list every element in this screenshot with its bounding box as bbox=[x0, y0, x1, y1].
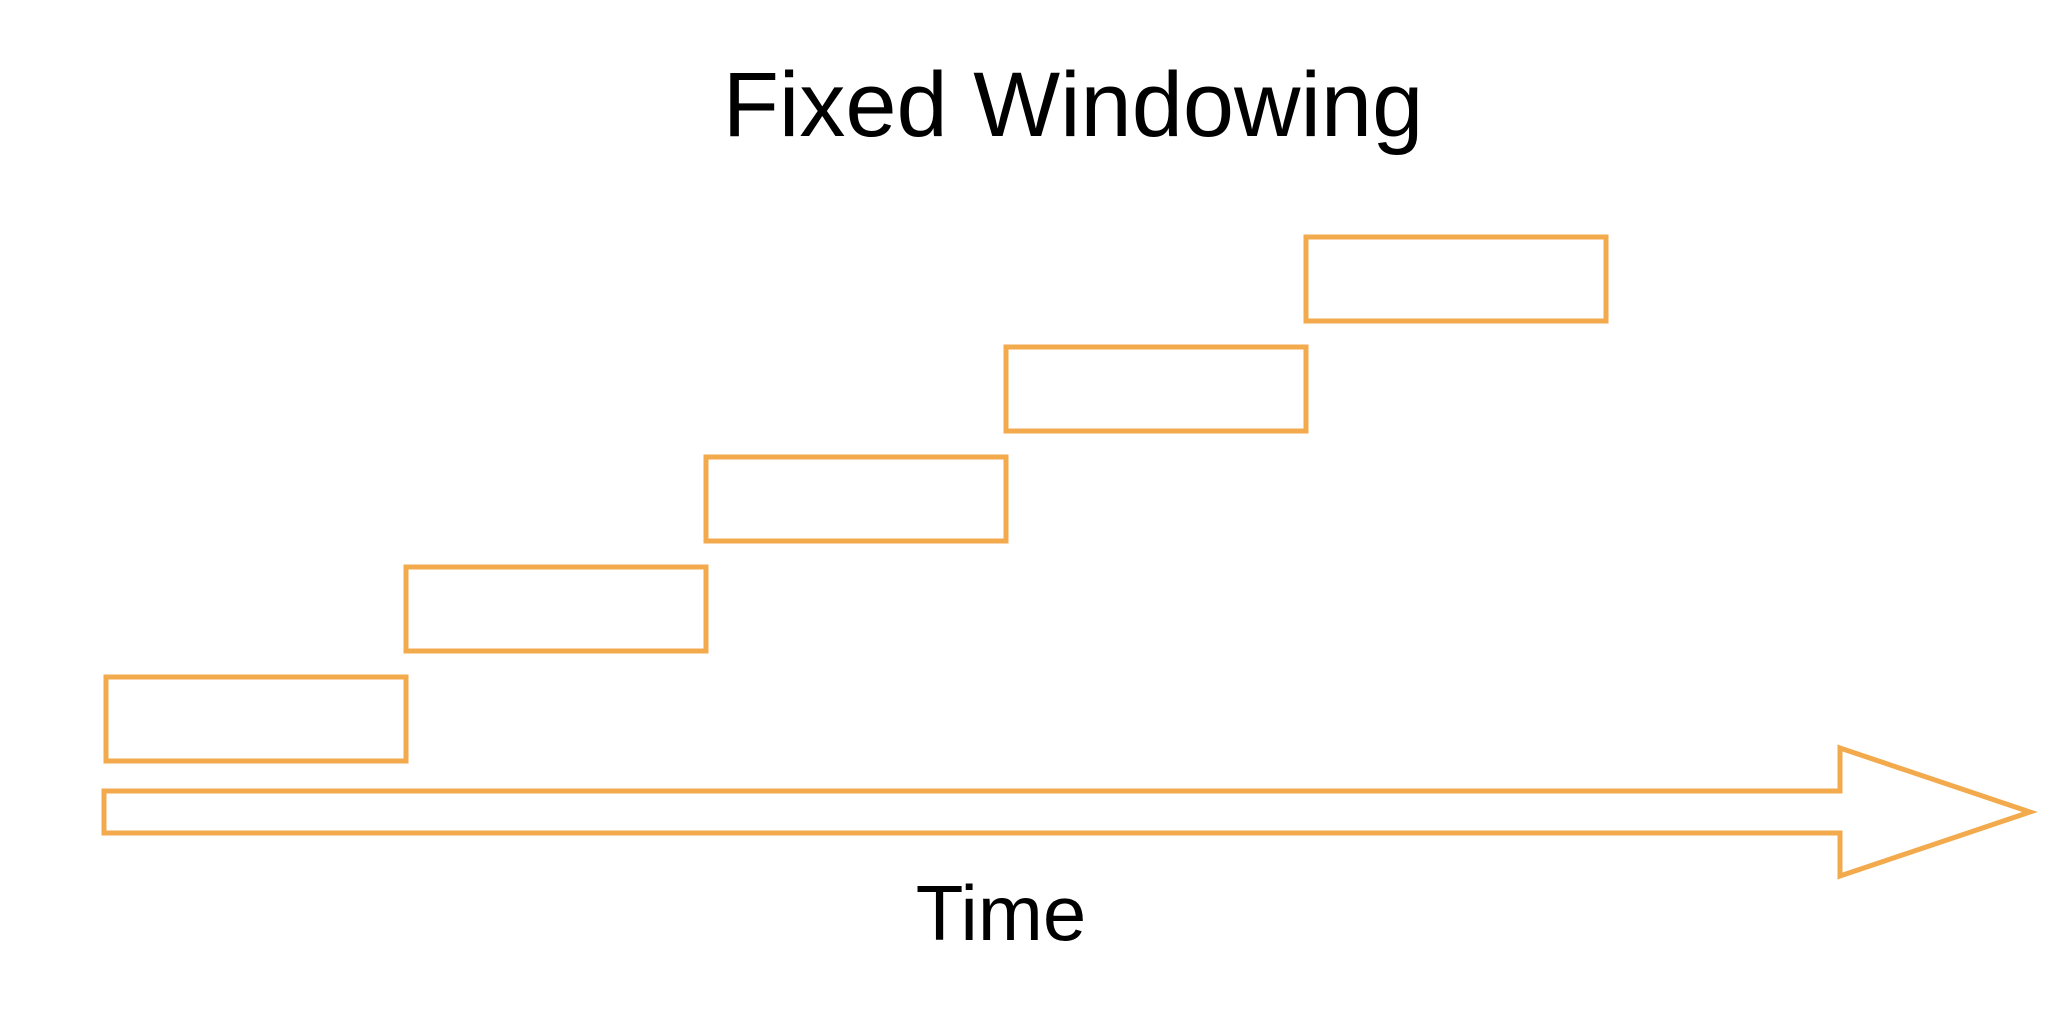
diagram-title: Fixed Windowing bbox=[723, 54, 1424, 156]
time-axis-label: Time bbox=[916, 869, 1086, 957]
window-box-4 bbox=[1003, 344, 1309, 434]
window-box-3 bbox=[703, 454, 1009, 544]
window-box-1 bbox=[103, 674, 409, 764]
time-arrow bbox=[101, 744, 2038, 880]
window-box-2 bbox=[403, 564, 709, 654]
window-group bbox=[103, 234, 1609, 764]
window-box-5 bbox=[1303, 234, 1609, 324]
